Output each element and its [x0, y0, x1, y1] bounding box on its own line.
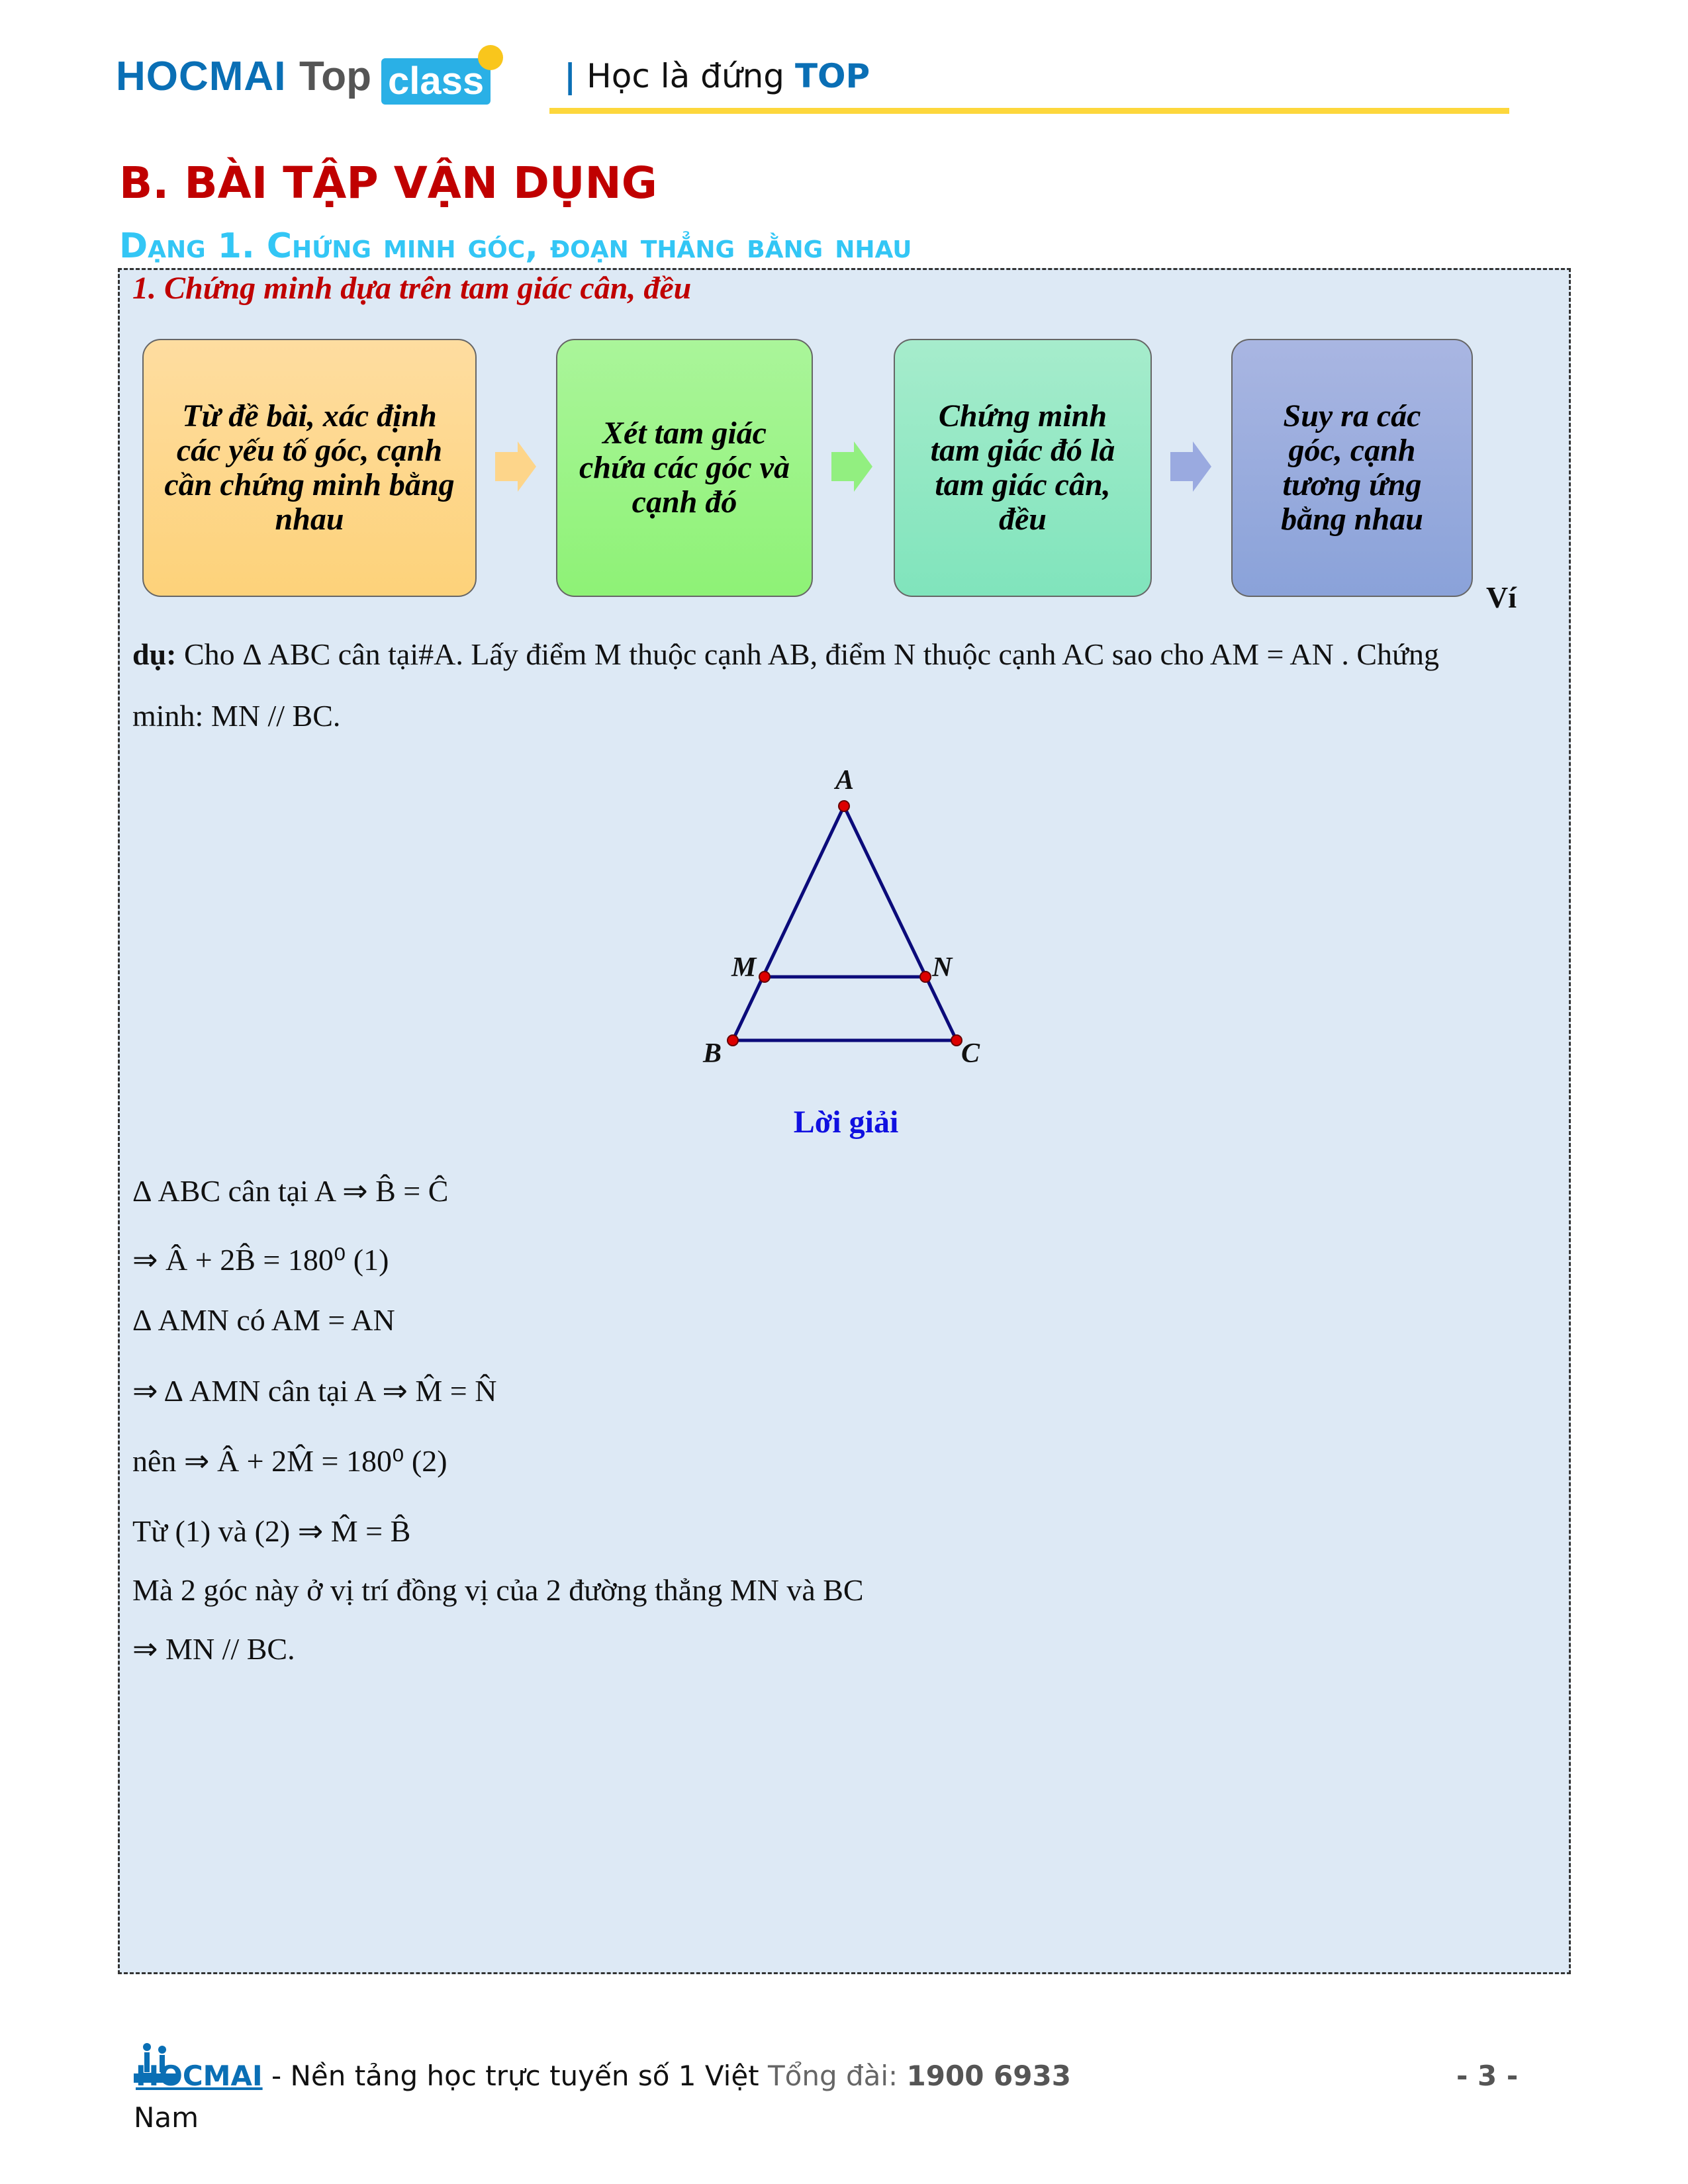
logo-star-icon [478, 45, 503, 70]
solution-line: ⇒ MN // BC. [132, 1632, 295, 1666]
subsection-title: 1. Chứng minh dựa trên tam giác cân, đều [132, 271, 692, 306]
logo-class: class [381, 58, 491, 105]
label-a: A [833, 765, 854, 796]
label-b: B [702, 1038, 722, 1069]
solution-line: ⇒ Â + 2B̂ = 180⁰ (1) [132, 1243, 389, 1277]
footer-hotline-label: Tổng đài: [759, 2060, 907, 2092]
footer-hotline: 1900 6933 [906, 2060, 1071, 2092]
label-m: M [731, 952, 757, 983]
example-du: dụ: [132, 637, 177, 671]
flow-step-3: Chứng minh tam giác đó là tam giác cân, … [894, 339, 1152, 597]
dang-title: Dạng 1. Chứng minh góc, đoạn thẳng bằng … [119, 226, 912, 266]
footer-text-2: Nam [134, 2101, 199, 2134]
tagline-text: Học là đứng [586, 57, 785, 95]
solution-line: Mà 2 góc này ở vị trí đồng vị của 2 đườn… [132, 1573, 864, 1607]
solution-line: Từ (1) và (2) ⇒ M̂ = B̂ [132, 1514, 411, 1548]
logo-top: Top [299, 54, 372, 99]
triangle-figure: A M N B C [702, 765, 980, 1069]
hocmai-footer-logo-icon [134, 2043, 176, 2083]
solution-line: Δ ABC cân tại A ⇒ B̂ = Ĉ [132, 1174, 449, 1208]
footer-tagline: - Nền tảng học trực tuyến số 1 Việt [262, 2060, 759, 2092]
example-text-2: minh: MN // BC. [132, 699, 341, 733]
arrow-right-icon [495, 441, 536, 492]
solution-line: Δ AMN có AM = AN [132, 1303, 395, 1337]
page-number: - 3 - [1456, 2060, 1519, 2092]
logo-hocmai: HOCMAI [116, 54, 287, 99]
example-text: dụ: Cho Δ ABC cân tại#A. Lấy điểm M thuộ… [132, 637, 1439, 672]
solution-title: Lời giải [793, 1105, 899, 1140]
footer-text: HOCMAI - Nền tảng học trực tuyến số 1 Vi… [136, 2060, 1071, 2092]
tagline: | Học là đứng TOP [564, 57, 870, 95]
example-vi: Ví [1486, 580, 1517, 614]
arrow-right-icon [831, 441, 872, 492]
footer-hocmai-link[interactable]: HOCMAI [136, 2060, 263, 2092]
flow-step-2: Xét tam giác chứa các góc và cạnh đó [556, 339, 813, 597]
label-c: C [961, 1038, 980, 1069]
tagline-top: TOP [794, 57, 870, 95]
label-n: N [931, 952, 953, 983]
section-title: B. BÀI TẬP VẬN DỤNG [119, 158, 657, 208]
solution-line: ⇒ Δ AMN cân tại A ⇒ M̂ = N̂ [132, 1374, 497, 1408]
flow-step-1: Từ đề bài, xác định các yếu tố góc, cạnh… [142, 339, 477, 597]
example-body: Cho Δ ABC cân tại#A. Lấy điểm M thuộc cạ… [176, 637, 1439, 671]
tagline-bar: | [564, 57, 577, 95]
solution-line: nên ⇒ Â + 2M̂ = 180⁰ (2) [132, 1444, 447, 1478]
header-divider [549, 108, 1509, 114]
flow-step-4: Suy ra các góc, cạnh tương ứng bằng nhau [1231, 339, 1473, 597]
arrow-right-icon [1170, 441, 1211, 492]
